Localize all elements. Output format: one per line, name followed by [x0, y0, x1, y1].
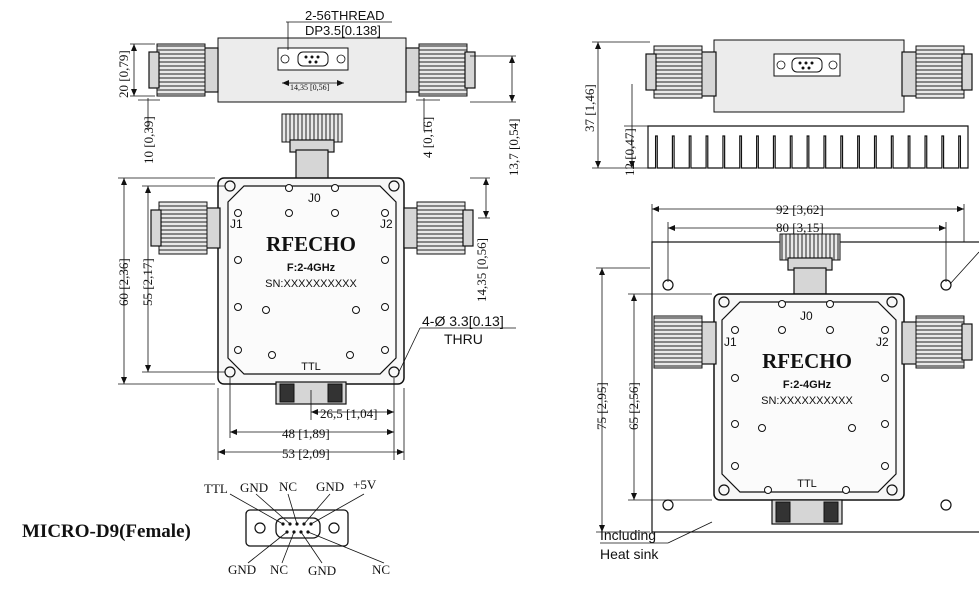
hs-port-j0: J0	[800, 309, 813, 323]
pin-top-1: TTL	[204, 481, 228, 496]
port-j0: J0	[308, 191, 321, 205]
brand-label: RFECHO	[266, 232, 356, 256]
pin-top-2: GND	[240, 480, 268, 495]
hs-port-j2: J2	[876, 335, 889, 349]
connector-title: MICRO-D9(Female)	[22, 521, 191, 542]
front-j2-connector	[403, 201, 474, 255]
center-dim: 14,35 [0,56]	[290, 83, 330, 92]
side-dsub-connector	[773, 53, 841, 77]
side-dim: 14,35 [0,56]	[474, 238, 489, 302]
hs-port-j1: J1	[724, 335, 737, 349]
port-j1: J1	[230, 217, 243, 231]
freq-label: F:2-4GHz	[287, 262, 336, 274]
height-left-dim: 20 [0,79]	[116, 50, 131, 98]
dim-26: 26,5 [1,04]	[320, 406, 377, 421]
dim-92: 92 [3,62]	[776, 202, 824, 217]
hs-ttl-label: TTL	[797, 478, 817, 490]
height-right-dim: 13,7 [0,54]	[506, 119, 521, 176]
inner-height-dim: 55 [2,17]	[140, 258, 155, 306]
pin-top-3: NC	[279, 479, 297, 494]
mount-hole	[388, 180, 400, 192]
serial-label: SN:XXXXXXXXXX	[265, 278, 357, 290]
ttl-label: TTL	[301, 361, 321, 373]
offset-right-dim: 4 [0,16]	[420, 117, 435, 158]
note-line2: Heat sink	[600, 546, 659, 562]
pin-top-4: GND	[316, 479, 344, 494]
outer-height-dim: 60 [2,36]	[116, 258, 131, 306]
dim-65: 65 [2,56]	[626, 382, 641, 430]
dim-75: 75 [2,95]	[594, 382, 609, 430]
hs-j0-connector	[779, 233, 841, 295]
thread-label: 2-56THREAD	[305, 8, 384, 23]
depth-label: DP3.5[0.138]	[305, 23, 381, 38]
top-left-connector	[148, 43, 219, 97]
dim-48: 48 [1,89]	[282, 426, 330, 441]
top-view: 2-56THREAD DP3.5[0.138] 14,35 [0,56] 20 …	[116, 8, 521, 176]
side-left-connector	[645, 45, 717, 99]
side-view: 37 [1,46] 12 [0,47]	[582, 39, 973, 176]
hole-spec: 4-Ø 3.3[0.13]	[422, 313, 504, 329]
micro-d9-pinout: MICRO-D9(Female) TTL GND NC GND +5V GND …	[22, 477, 390, 578]
pin-bottom-1: GND	[228, 562, 256, 577]
hs-brand-label: RFECHO	[762, 349, 852, 373]
hs-freq-label: F:2-4GHz	[783, 379, 832, 391]
port-j2: J2	[380, 217, 393, 231]
pin-bottom-2: NC	[270, 562, 288, 577]
pin-bottom-4: NC	[372, 562, 390, 577]
hs-ttl-connector	[771, 499, 843, 525]
front-j0-connector	[281, 113, 343, 181]
offset-left-dim: 10 [0,39]	[141, 116, 156, 164]
hs-j1-connector	[653, 315, 717, 369]
top-dsub-connector	[277, 47, 349, 71]
heatsink-front-view: J0 J1 J2 RFECHO F:2-4GHz SN:XXXXXXXXXX T…	[594, 202, 979, 562]
top-right-connector	[405, 43, 476, 97]
front-view: J0 J1 J2 RFECHO F:2-4GHz SN:XXXXXXXXXX T…	[116, 113, 516, 461]
front-j1-connector	[150, 201, 221, 255]
sink-height-dim: 12 [0,47]	[622, 128, 637, 176]
pin-bottom-3: GND	[308, 563, 336, 578]
dim-80: 80 [3,15]	[776, 220, 824, 235]
note-line1: Including	[600, 527, 656, 543]
dim-53: 53 [2,09]	[282, 446, 330, 461]
hole-type: THRU	[444, 331, 483, 347]
pin-top-5: +5V	[353, 477, 377, 492]
side-right-connector	[901, 45, 973, 99]
side-height-dim: 37 [1,46]	[582, 84, 597, 132]
hs-j2-connector	[901, 315, 973, 369]
hs-serial-label: SN:XXXXXXXXXX	[761, 395, 853, 407]
heat-sink-fins	[647, 125, 969, 169]
